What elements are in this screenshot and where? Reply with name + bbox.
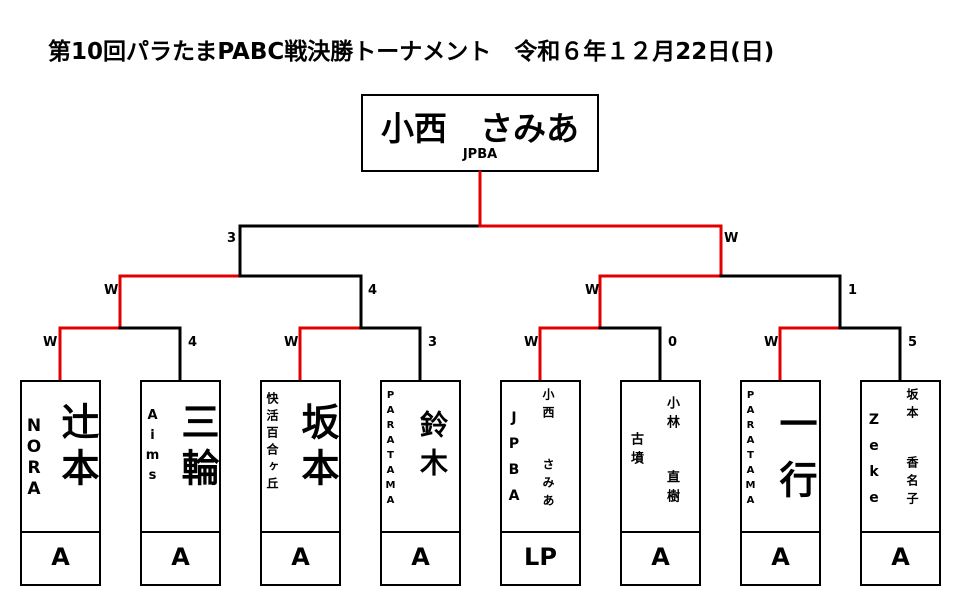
- player-class: A: [742, 531, 819, 584]
- score-qf1-left: W: [43, 335, 58, 350]
- score-qf2-right: 3: [428, 335, 438, 350]
- player-name-given: 香名子: [905, 456, 919, 510]
- page-title: 第10回パラたまPABC戦決勝トーナメント 令和６年１２月22日(日): [48, 39, 775, 65]
- score-semi2-left: W: [585, 283, 600, 298]
- player-box: PARATAMA 鈴木 A: [380, 380, 461, 586]
- player-name: 一行: [773, 404, 817, 516]
- score-qf4-right: 5: [908, 335, 918, 350]
- champion-name: 小西 さみあ: [381, 109, 579, 148]
- player-box: Aims 三輪 A: [140, 380, 221, 586]
- score-final-left: 3: [227, 231, 237, 246]
- score-qf4-left: W: [764, 335, 779, 350]
- player-name-given: 直樹: [664, 470, 679, 508]
- player-class: A: [262, 531, 339, 584]
- champion-team: JPBA: [462, 147, 498, 162]
- player-team: Zeke: [866, 412, 882, 516]
- player-name-family: 坂本: [905, 388, 919, 424]
- player-box: PARATAMA 一行 A: [740, 380, 821, 586]
- player-team: 快活百合ヶ丘: [265, 392, 279, 494]
- player-name-family: 小西: [541, 388, 555, 424]
- player-name-given: さみあ: [541, 458, 555, 512]
- score-semi1-left: W: [104, 283, 119, 298]
- player-class: A: [862, 531, 939, 584]
- player-team: Aims: [145, 408, 160, 488]
- score-qf1-right: 4: [188, 335, 198, 350]
- player-class: LP: [502, 531, 579, 584]
- player-name: 坂本: [295, 402, 339, 494]
- player-box: JPBA 小西 さみあ LP: [500, 380, 581, 586]
- player-name: 三輪: [175, 402, 219, 494]
- player-class: A: [142, 531, 219, 584]
- player-name: 鈴木: [416, 410, 449, 486]
- player-team: 古墳: [628, 432, 643, 470]
- player-class: A: [622, 531, 699, 584]
- score-semi2-right: 1: [848, 283, 858, 298]
- player-class: A: [382, 531, 459, 584]
- score-qf3-left: W: [524, 335, 539, 350]
- score-final-right: W: [724, 231, 739, 246]
- player-box: 古墳 小林 直樹 A: [620, 380, 701, 586]
- player-team: NORA: [24, 416, 44, 500]
- player-name: 辻本: [55, 402, 99, 494]
- player-box: Zeke 坂本 香名子 A: [860, 380, 941, 586]
- player-class: A: [22, 531, 99, 584]
- score-qf3-right: 0: [668, 335, 678, 350]
- score-semi1-right: 4: [368, 283, 378, 298]
- player-team: PARATAMA: [745, 390, 756, 510]
- player-name-family: 小林: [664, 396, 679, 434]
- player-team: PARATAMA: [385, 390, 396, 510]
- score-qf2-left: W: [284, 335, 299, 350]
- champion-box: 小西 さみあ JPBA: [361, 94, 599, 172]
- player-team: JPBA: [506, 410, 522, 514]
- player-box: 快活百合ヶ丘 坂本 A: [260, 380, 341, 586]
- player-box: NORA 辻本 A: [20, 380, 101, 586]
